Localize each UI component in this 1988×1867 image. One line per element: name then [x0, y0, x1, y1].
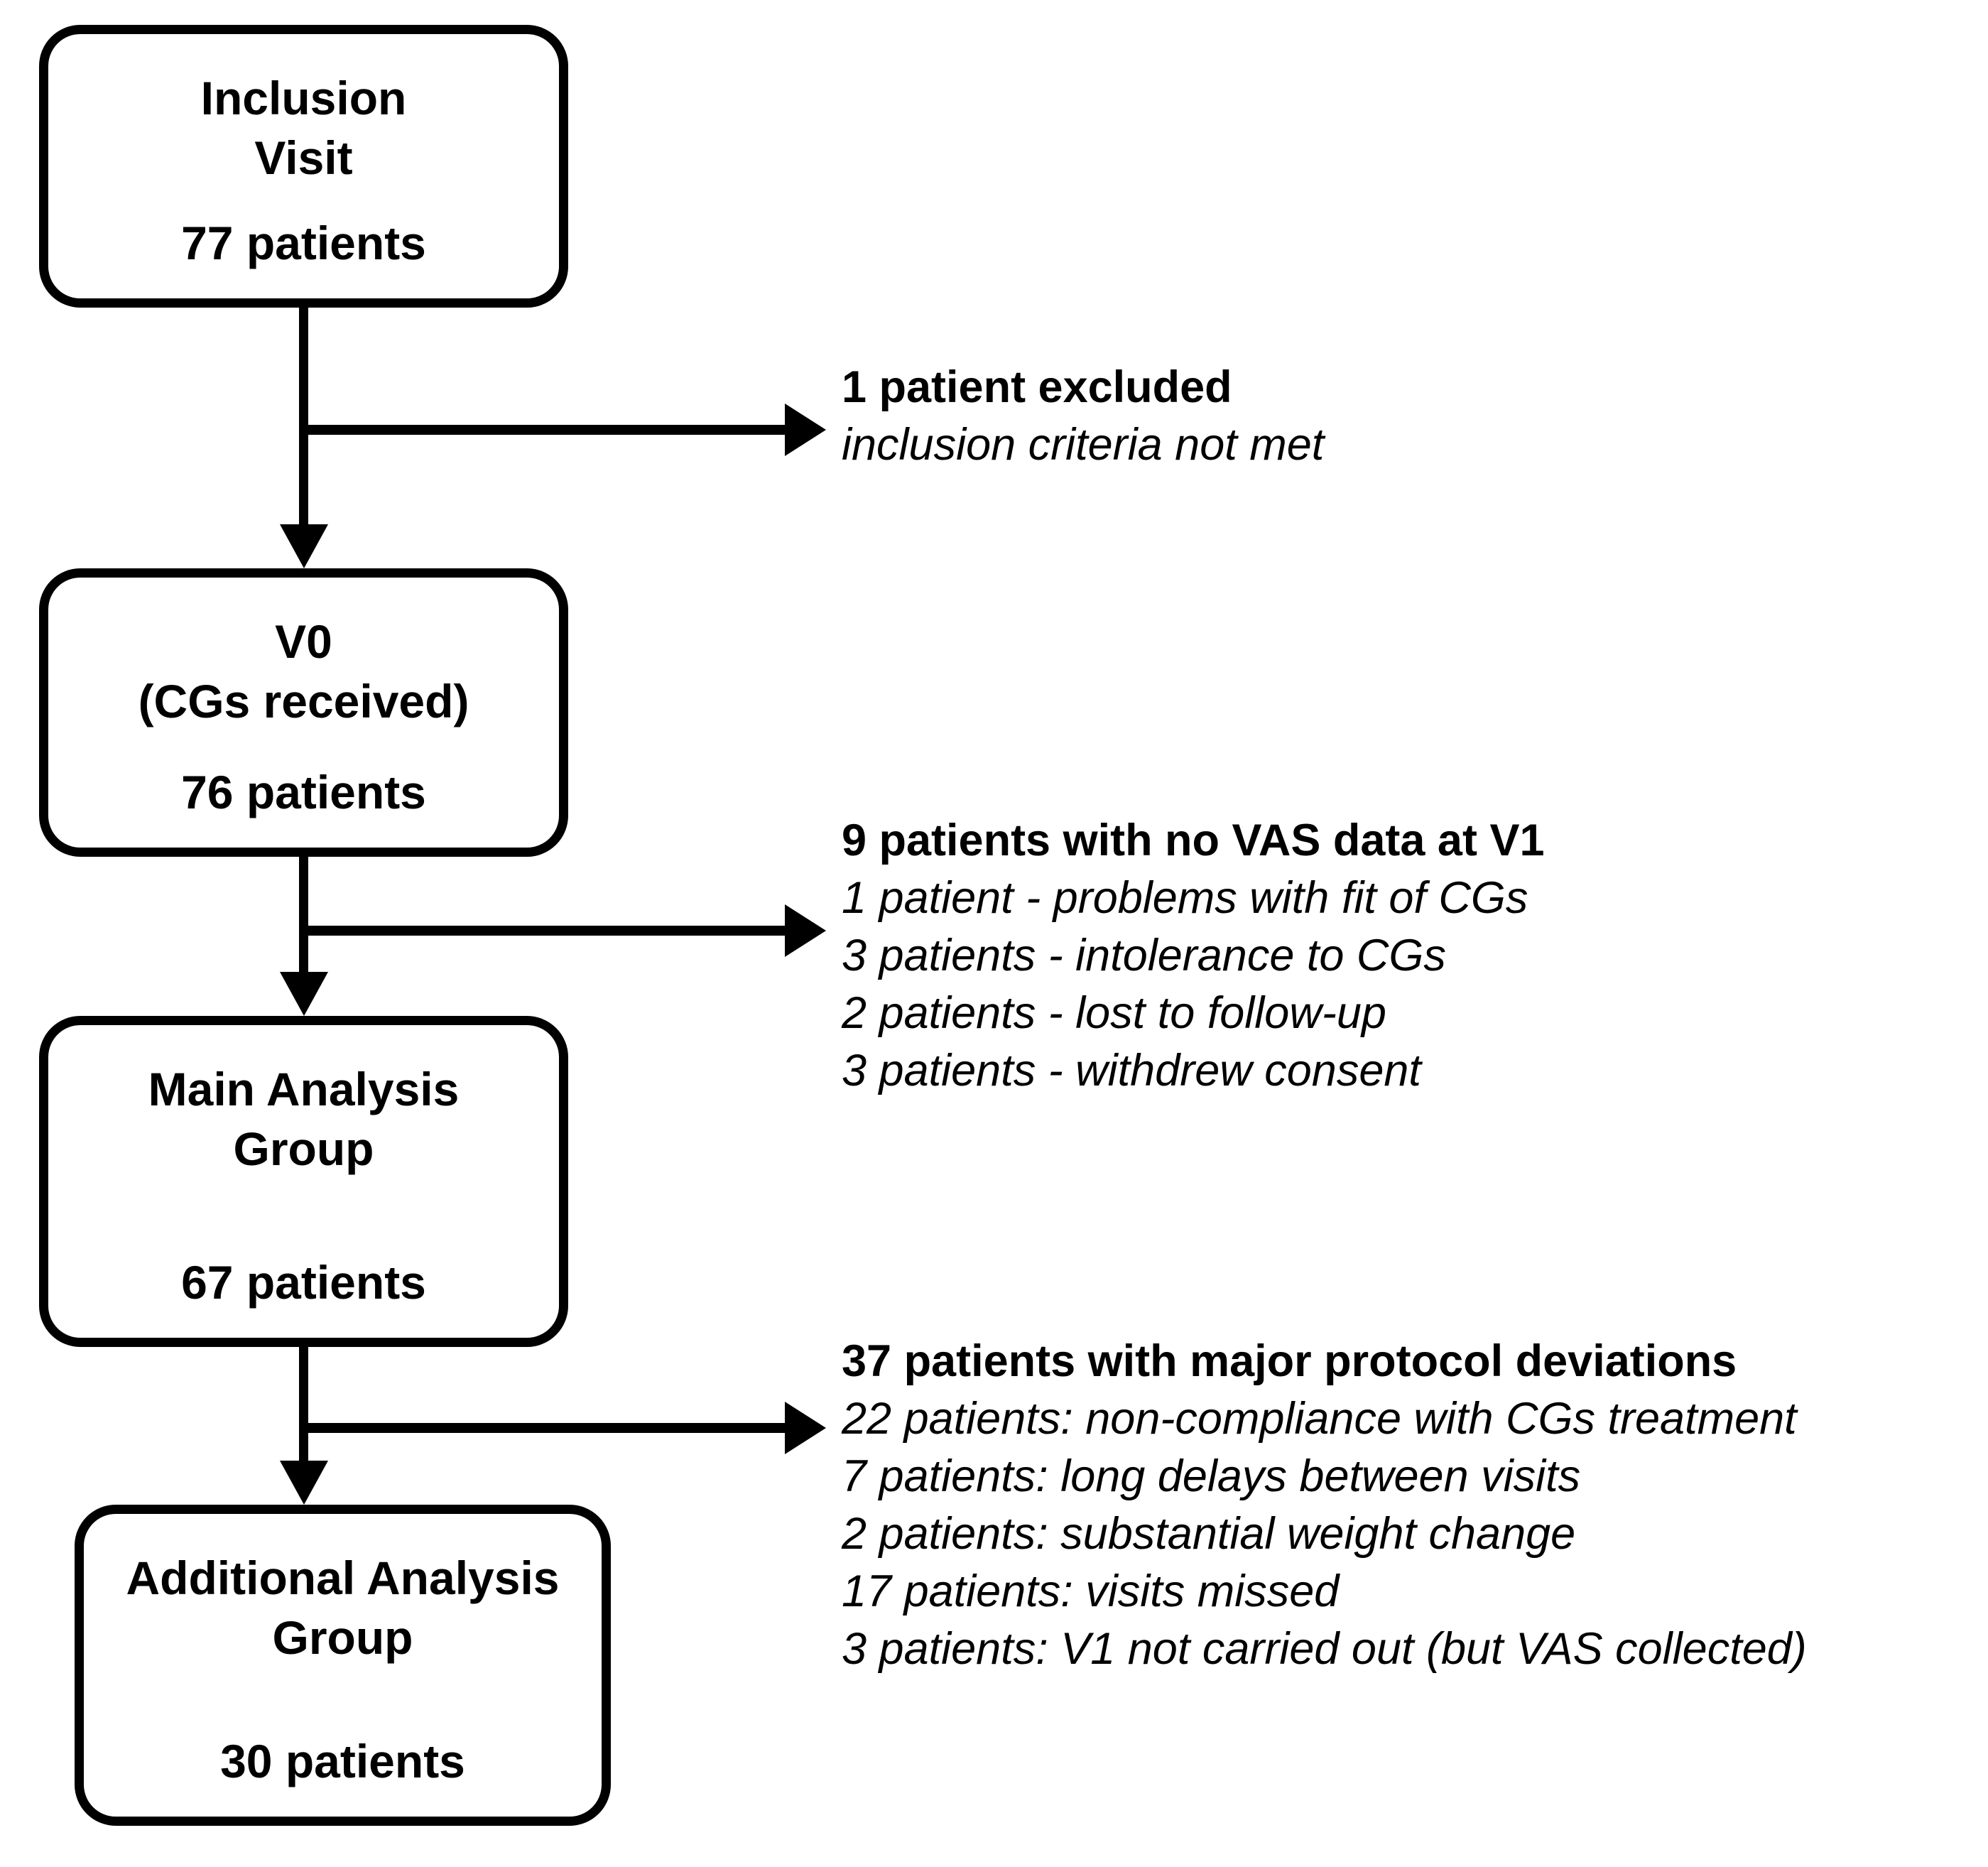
- box-title-line: Visit: [254, 131, 353, 184]
- branch-arrow-excluded: [304, 425, 785, 435]
- box-patient-count: 76 patients: [181, 766, 426, 818]
- connector-box1-box2: [299, 305, 308, 527]
- exclusion-note-no-vas-data: 9 patients with no VAS data at V1 1 pati…: [842, 812, 1545, 1100]
- flow-box-additional-analysis-group: Additional Analysis Group 30 patients: [75, 1505, 611, 1826]
- down-arrowhead-icon: [280, 972, 328, 1016]
- exclusion-note-excluded: 1 patient excluded inclusion criteria no…: [842, 359, 1324, 474]
- right-arrowhead-icon: [785, 1402, 826, 1454]
- box-title-line: Inclusion: [200, 72, 407, 124]
- box-title: Inclusion Visit: [201, 68, 407, 188]
- box-patient-count: 67 patients: [181, 1256, 426, 1309]
- branch-arrow-protocol-deviations: [304, 1423, 785, 1433]
- box-title: Additional Analysis Group: [126, 1548, 560, 1667]
- box-title-line: (CGs received): [138, 675, 469, 727]
- exclusion-headline: 1 patient excluded: [842, 362, 1232, 412]
- box-title-line: V0: [275, 615, 332, 668]
- box-title-line: Group: [272, 1611, 413, 1664]
- box-title-line: Group: [233, 1122, 374, 1175]
- connector-box2-box3: [299, 853, 308, 973]
- exclusion-detail: 17 patients: visits missed: [842, 1566, 1340, 1616]
- box-patient-count: 30 patients: [220, 1735, 465, 1787]
- exclusion-detail: 7 patients: long delays between visits: [842, 1451, 1581, 1501]
- down-arrowhead-icon: [280, 524, 328, 568]
- exclusion-detail: 3 patients: V1 not carried out (but VAS …: [842, 1624, 1807, 1674]
- right-arrowhead-icon: [785, 404, 826, 456]
- box-title: V0 (CGs received): [138, 612, 469, 731]
- exclusion-detail: 1 patient - problems with fit of CGs: [842, 873, 1528, 923]
- flow-box-main-analysis-group: Main Analysis Group 67 patients: [39, 1016, 568, 1347]
- exclusion-detail: 3 patients - intolerance to CGs: [842, 931, 1446, 980]
- exclusion-detail: inclusion criteria not met: [842, 420, 1325, 470]
- box-title: Main Analysis Group: [148, 1059, 460, 1179]
- box-title-line: Additional Analysis: [126, 1552, 560, 1604]
- exclusion-headline: 9 patients with no VAS data at V1: [842, 816, 1545, 865]
- box-title-line: Main Analysis: [148, 1063, 460, 1115]
- exclusion-detail: 3 patients - withdrew consent: [842, 1046, 1421, 1095]
- exclusion-detail: 2 patients: substantial weight change: [842, 1509, 1576, 1559]
- connector-box3-box4: [299, 1344, 308, 1462]
- exclusion-detail: 2 patients - lost to follow-up: [842, 988, 1386, 1038]
- down-arrowhead-icon: [280, 1461, 328, 1505]
- right-arrowhead-icon: [785, 904, 826, 957]
- flow-box-inclusion-visit: Inclusion Visit 77 patients: [39, 25, 568, 308]
- flow-box-v0: V0 (CGs received) 76 patients: [39, 568, 568, 857]
- box-patient-count: 77 patients: [181, 217, 426, 269]
- exclusion-note-protocol-deviations: 37 patients with major protocol deviatio…: [842, 1333, 1807, 1678]
- exclusion-detail: 22 patients: non-compliance with CGs tre…: [842, 1394, 1797, 1444]
- branch-arrow-no-vas-data: [304, 926, 785, 936]
- exclusion-headline: 37 patients with major protocol deviatio…: [842, 1336, 1737, 1386]
